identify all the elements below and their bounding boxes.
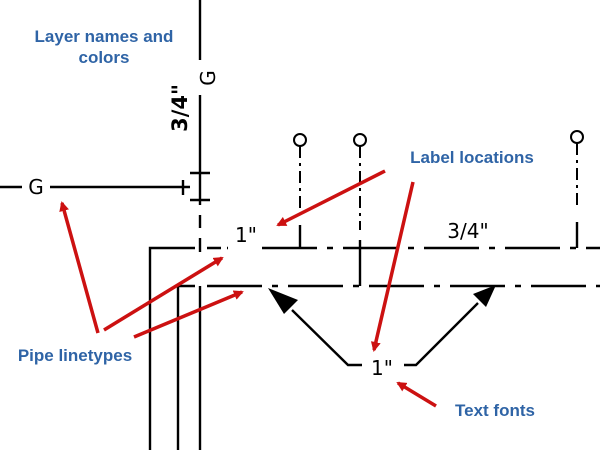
arrow-to-lower-pipe-icon [133,290,244,339]
arrow-to-gas-tag-icon [59,201,100,334]
size-label-three-quarter: 3/4" [447,219,488,243]
black-leader [268,285,496,367]
arrow-to-one-inch-upper-icon [276,169,386,227]
lower-dashed-verticals [149,286,202,450]
callout-label-locations: Label locations [410,148,534,167]
arrow-to-text-font-icon [396,381,437,408]
size-label-one-inch-lower: 1" [371,356,393,380]
gas-tag-vertical: G [196,70,220,86]
riser-1 [293,133,307,248]
callout-pipe-linetypes: Pipe linetypes [18,346,132,365]
black-arrowhead-right-icon [473,285,496,307]
arrow-to-upper-pipe-icon [103,256,224,332]
arrow-to-one-inch-lower-icon [370,181,415,352]
riser-3 [570,130,584,248]
callout-text-fonts: Text fonts [455,401,535,420]
size-label-vertical: 3/4" [168,84,192,132]
gas-tag-horizontal: G [28,175,44,199]
callout-layer-names-line1: Layer names and [35,27,174,46]
riser-2 [353,133,367,286]
callout-layer-names-line2: colors [78,48,129,67]
size-label-one-inch-upper: 1" [235,223,257,247]
black-arrowhead-left-icon [268,288,298,314]
red-callout-arrows [59,169,437,408]
pipe-upper-line [148,246,600,450]
